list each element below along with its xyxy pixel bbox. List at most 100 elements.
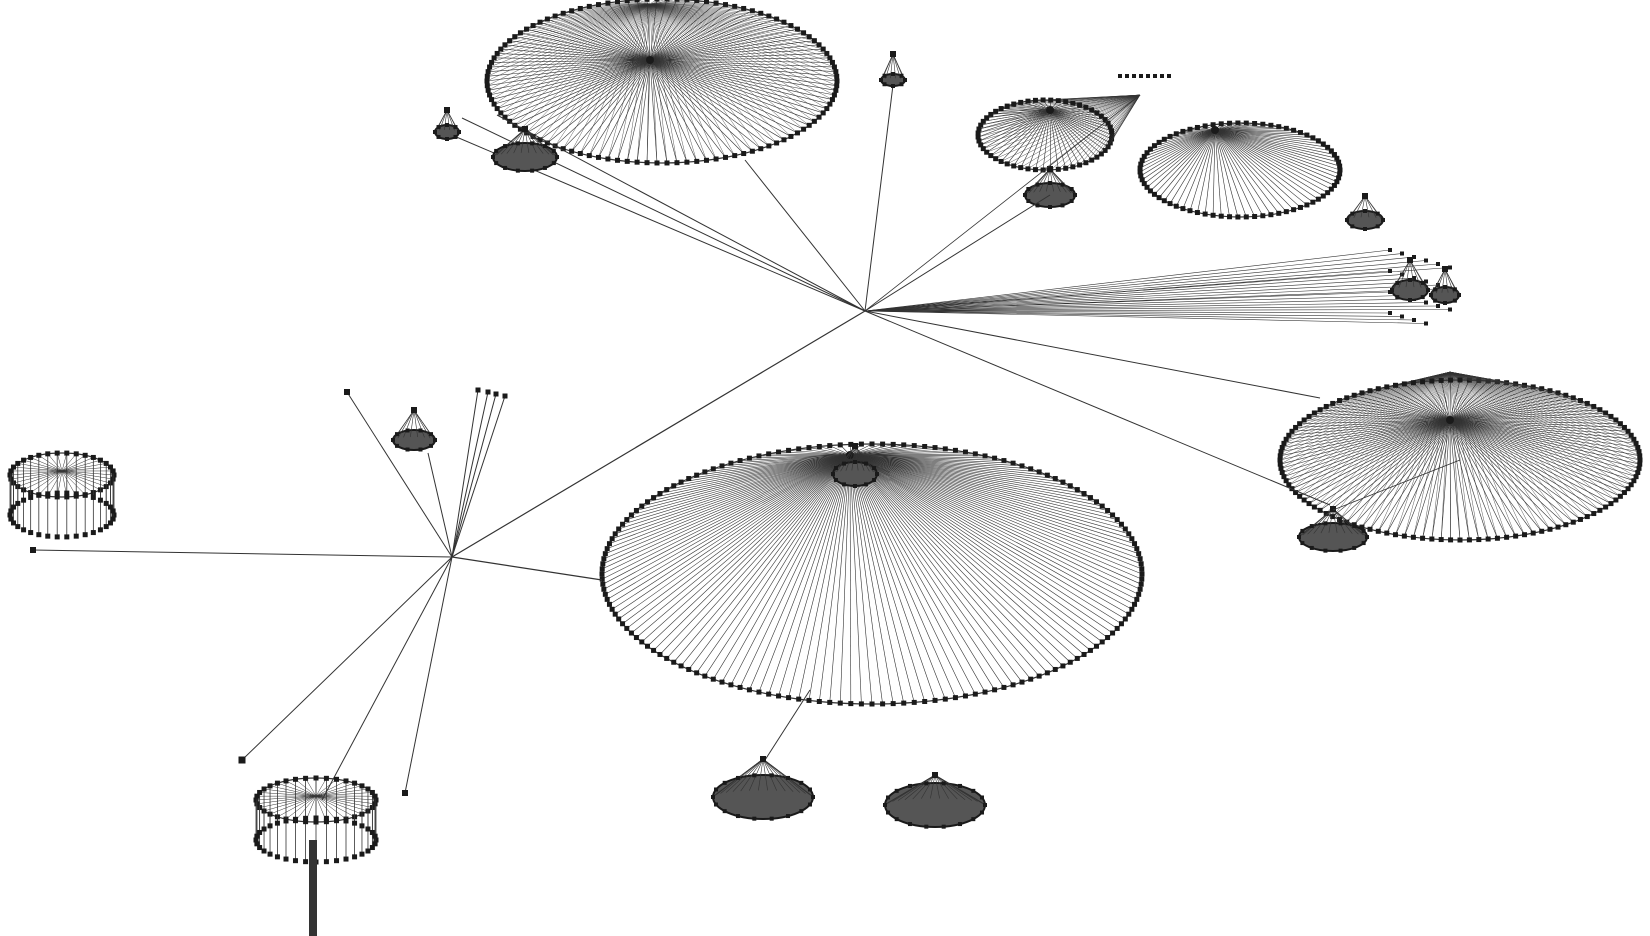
node bbox=[365, 848, 371, 854]
cone-spoke bbox=[849, 454, 1031, 680]
cone-spoke bbox=[649, 6, 735, 61]
node bbox=[1126, 611, 1132, 617]
small-cone-spoke bbox=[524, 128, 544, 154]
cone-spoke bbox=[1449, 419, 1516, 537]
cone-apex bbox=[1046, 106, 1054, 114]
cone-spoke bbox=[1295, 419, 1451, 493]
cone-spoke bbox=[1049, 109, 1097, 114]
cone-spoke bbox=[849, 454, 1113, 634]
node bbox=[569, 8, 575, 14]
node bbox=[1279, 444, 1285, 450]
cone-spoke bbox=[1354, 394, 1451, 421]
node bbox=[1636, 449, 1642, 455]
cone-spoke bbox=[1214, 129, 1313, 139]
node bbox=[1098, 151, 1104, 157]
node bbox=[411, 407, 417, 413]
cone-spoke bbox=[1189, 129, 1216, 211]
cone-spoke bbox=[1449, 419, 1621, 424]
node bbox=[1330, 400, 1336, 406]
node bbox=[344, 389, 350, 395]
cone-spoke bbox=[1449, 380, 1489, 421]
cone-spoke bbox=[1214, 129, 1301, 133]
node bbox=[756, 689, 762, 695]
cone-spoke bbox=[704, 454, 851, 473]
node bbox=[1633, 440, 1639, 446]
cone-spoke bbox=[1295, 419, 1451, 428]
node bbox=[73, 451, 79, 457]
cone-spoke bbox=[618, 454, 851, 530]
node bbox=[436, 125, 441, 130]
node bbox=[922, 443, 928, 449]
node bbox=[829, 97, 835, 103]
node bbox=[722, 809, 727, 814]
cone-spoke bbox=[688, 454, 851, 479]
cone-spoke bbox=[1164, 129, 1216, 140]
small-cone-spoke bbox=[1307, 508, 1334, 535]
node bbox=[1118, 74, 1122, 78]
node bbox=[428, 443, 433, 448]
node bbox=[1337, 516, 1343, 522]
cone-spoke bbox=[1214, 129, 1328, 193]
node bbox=[903, 78, 907, 82]
cone-spoke bbox=[849, 454, 1129, 615]
node bbox=[1384, 530, 1390, 536]
cone-spoke bbox=[617, 59, 651, 161]
node bbox=[1429, 378, 1435, 384]
node bbox=[831, 472, 835, 476]
node bbox=[678, 663, 684, 669]
cone-spoke bbox=[617, 1, 651, 5]
node bbox=[980, 118, 986, 124]
small-cone-spoke bbox=[1360, 195, 1366, 218]
cone-spoke bbox=[489, 59, 651, 96]
node bbox=[684, 159, 690, 165]
node bbox=[894, 788, 899, 793]
node bbox=[257, 789, 263, 795]
cone-spoke bbox=[849, 454, 1031, 470]
node bbox=[781, 137, 787, 143]
cone-spoke bbox=[1449, 371, 1617, 501]
edge bbox=[321, 556, 453, 801]
cone-spoke bbox=[649, 3, 753, 152]
node bbox=[1187, 208, 1193, 214]
cone-spoke bbox=[1314, 412, 1451, 421]
cylinder-spoke bbox=[30, 470, 63, 493]
cone-spoke bbox=[607, 454, 851, 549]
node bbox=[1337, 163, 1343, 169]
cone-spoke bbox=[602, 454, 851, 570]
cone-spoke bbox=[1449, 371, 1640, 452]
node bbox=[372, 833, 378, 839]
cone-spoke bbox=[1378, 419, 1451, 532]
cone-spoke bbox=[649, 48, 824, 61]
small-cone-spoke bbox=[444, 109, 448, 130]
node bbox=[1132, 601, 1138, 607]
cone-spoke bbox=[1144, 129, 1216, 184]
node bbox=[694, 0, 700, 4]
node bbox=[776, 693, 782, 699]
node bbox=[103, 524, 109, 530]
cone-spoke bbox=[1027, 94, 1141, 170]
cone-spoke bbox=[1150, 129, 1216, 150]
node bbox=[824, 50, 830, 56]
node bbox=[1388, 269, 1392, 273]
cone-spoke bbox=[631, 454, 851, 516]
cone-spoke bbox=[1449, 383, 1516, 421]
cone-spoke bbox=[1050, 94, 1141, 171]
node bbox=[1325, 190, 1331, 196]
cylinder-spoke bbox=[9, 470, 63, 476]
cone-spoke bbox=[526, 59, 651, 134]
small-cone-spoke bbox=[413, 409, 425, 438]
cone-spoke bbox=[849, 454, 1064, 667]
cone-spoke bbox=[1449, 419, 1525, 535]
node bbox=[1603, 504, 1609, 510]
cylinder-spoke bbox=[305, 778, 317, 797]
cone-spoke bbox=[1449, 371, 1600, 410]
cone-spoke bbox=[1214, 129, 1328, 148]
node bbox=[806, 122, 812, 128]
node bbox=[713, 0, 719, 6]
cone-spoke bbox=[1065, 94, 1141, 169]
cone-spoke bbox=[514, 59, 651, 126]
cone-spoke bbox=[649, 59, 688, 163]
cone-spoke bbox=[1049, 109, 1052, 170]
cone-spoke bbox=[1369, 390, 1451, 421]
edge bbox=[427, 452, 453, 558]
